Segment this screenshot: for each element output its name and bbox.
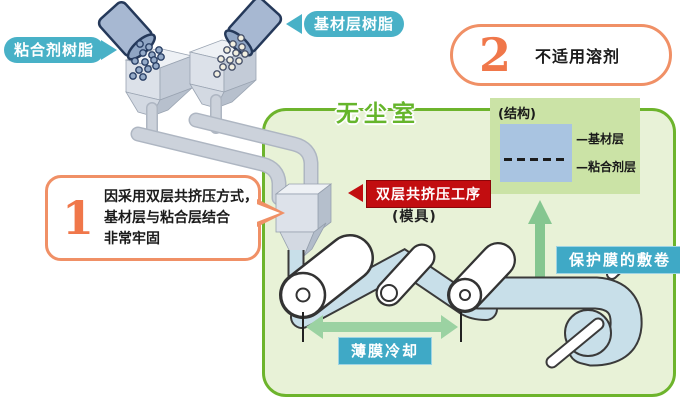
- film-cooling-label: 薄膜冷却: [338, 337, 433, 365]
- callout-2-text: 不适用溶剂: [535, 47, 621, 66]
- die-label: (模具): [392, 209, 437, 225]
- base-layer-label: —基材层: [576, 132, 625, 146]
- clean-room-title: 无尘室: [336, 101, 420, 127]
- callout-2-number: 2: [479, 28, 512, 82]
- process-pointer-triangle-icon: [348, 184, 363, 202]
- adhesive-resin-label: 粘合剂树脂: [4, 37, 105, 63]
- base-pointer-triangle-icon: [286, 14, 302, 34]
- callout-1-bubble: 1 因采用双层共挤压方式， 基材层与粘合层结合 非常牢固: [45, 175, 261, 261]
- adhesive-pointer-triangle-icon: [101, 40, 117, 60]
- feed-pipes: [130, 94, 319, 206]
- base-resin-label: 基材层树脂: [304, 11, 405, 37]
- callout-1-number: 1: [62, 191, 95, 245]
- guide-roller-icon: [375, 243, 436, 307]
- casting-roller-icon: [279, 234, 374, 319]
- base-pellets: [213, 34, 249, 78]
- film-structure-swatch: [500, 124, 572, 182]
- callout-1-tail-fill: [254, 203, 280, 223]
- callout-1-text: 因采用双层共挤压方式， 基材层与粘合层结合 非常牢固: [104, 188, 259, 247]
- adhesive-pellets: [129, 40, 165, 81]
- nip-roller-icon: [447, 242, 516, 313]
- structure-title: (结构): [498, 107, 536, 122]
- layer-boundary-dashes: [504, 158, 568, 161]
- coextrusion-process-tag: 双层共挤压工序: [366, 180, 491, 208]
- structure-panel: (结构) —基材层 —粘合剂层: [490, 98, 640, 194]
- callout-2-box: 2 不适用溶剂: [450, 24, 672, 86]
- film-winding-label: 保护膜的敷卷: [556, 246, 680, 274]
- adhesive-layer-label: —粘合剂层: [576, 160, 637, 174]
- cooling-span-arrow-icon: [302, 312, 462, 342]
